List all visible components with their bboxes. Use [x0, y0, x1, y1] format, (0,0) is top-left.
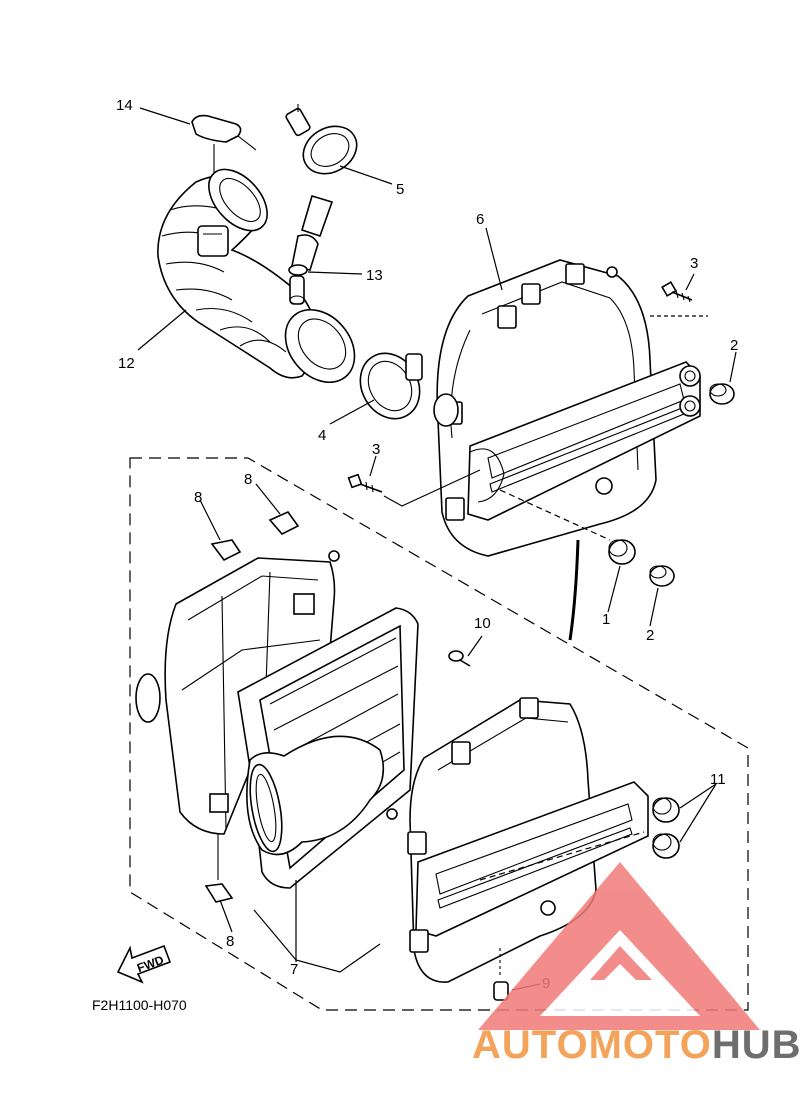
part-3-bolt-left	[347, 473, 383, 493]
callout-2-top: 2	[730, 337, 738, 354]
part-11-grommets	[652, 797, 680, 859]
part-9-plug	[493, 948, 509, 1001]
part-1-grommet	[608, 539, 636, 565]
callout-8-b: 8	[244, 471, 252, 488]
callout-8-a: 8	[194, 489, 202, 506]
part-6-case-cover	[433, 259, 701, 557]
callout-12: 12	[118, 355, 135, 372]
automotohub-logo	[478, 862, 760, 1030]
part-12-intake-duct	[157, 168, 356, 384]
part-7-filter-element	[237, 607, 419, 889]
callout-6: 6	[476, 211, 484, 228]
callouts: 14 5 13 12 6 3 2 4 3 8 8 1 2 10 11 8 7 9	[116, 97, 738, 992]
watermark-part2: HUB	[712, 1023, 800, 1067]
callout-7: 7	[290, 961, 298, 978]
assembly-boundary	[129, 457, 749, 1011]
part-3-bolt-top	[661, 281, 693, 303]
callout-10: 10	[474, 615, 491, 632]
diagram-code: F2H1100-H070	[92, 997, 187, 1013]
part-8-clip-a	[210, 539, 242, 562]
part-2-collar-top	[709, 383, 735, 405]
part-8-clip-c	[204, 883, 234, 903]
callout-2-bottom: 2	[646, 627, 654, 644]
callout-8-c: 8	[226, 933, 234, 950]
callout-14: 14	[116, 97, 133, 114]
callout-11: 11	[710, 771, 726, 788]
callout-4: 4	[318, 427, 326, 444]
part-13-hose	[288, 195, 334, 305]
watermark-part1: AUTOMOTO	[472, 1023, 712, 1067]
callout-1: 1	[602, 611, 610, 628]
part-2-collar-bottom	[649, 565, 675, 587]
part-8-clip-b	[268, 511, 300, 535]
part-4-clamp	[359, 352, 423, 420]
air-filter-case-back	[386, 697, 649, 983]
part-10-screw	[448, 650, 471, 667]
fwd-arrow: FWD	[116, 944, 172, 984]
watermark-text: AUTOMOTOHUB	[472, 1023, 800, 1067]
callout-13: 13	[366, 267, 383, 284]
leader-lines	[137, 107, 737, 991]
callout-3-top: 3	[690, 255, 698, 272]
part-5-clamp	[285, 104, 358, 175]
callout-3-left: 3	[372, 441, 380, 458]
callout-5: 5	[396, 181, 404, 198]
